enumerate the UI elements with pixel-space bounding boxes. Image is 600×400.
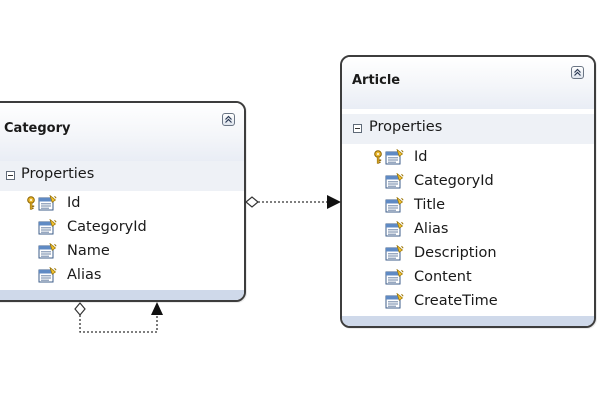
self-association-line [79, 315, 158, 333]
collapse-section-icon[interactable] [6, 171, 15, 180]
property-icon [38, 242, 57, 259]
property-icon [385, 172, 404, 189]
entity-footer [342, 316, 594, 326]
key-icon [26, 195, 38, 211]
entity-title: Article [352, 73, 401, 88]
property-icon [385, 196, 404, 213]
collapse-icon[interactable] [222, 113, 235, 126]
property-icon [385, 292, 404, 309]
property-icon [38, 266, 57, 283]
section-label: Properties [21, 166, 95, 182]
property-row[interactable]: CategoryId [373, 169, 498, 193]
property-row[interactable]: Content [373, 265, 498, 289]
entity-title: Category [4, 121, 71, 136]
property-row[interactable]: Name [26, 239, 147, 263]
property-row[interactable]: CategoryId [26, 215, 147, 239]
property-name: Alias [67, 267, 102, 283]
entity-header [0, 103, 244, 161]
diamond-marker [74, 302, 86, 316]
key-icon [373, 149, 385, 165]
property-name: Content [414, 269, 472, 285]
arrowhead-marker [151, 302, 163, 315]
arrowhead-marker [327, 195, 341, 209]
collapse-icon[interactable] [571, 66, 584, 79]
property-name: Id [67, 195, 81, 211]
entity-header [342, 57, 594, 109]
entity-footer [0, 290, 244, 300]
property-row[interactable]: Id [373, 145, 498, 169]
property-name: Name [67, 243, 110, 259]
property-name: Alias [414, 221, 449, 237]
property-row[interactable]: Alias [26, 263, 147, 287]
property-icon [385, 220, 404, 237]
property-row[interactable]: Description [373, 241, 498, 265]
property-name: Id [414, 149, 428, 165]
property-icon [38, 194, 57, 211]
property-row[interactable]: Title [373, 193, 498, 217]
diamond-marker [245, 196, 259, 208]
property-name: Title [414, 197, 446, 213]
property-icon [385, 148, 404, 165]
property-row[interactable]: Id [26, 191, 147, 215]
property-name: CategoryId [414, 173, 494, 189]
property-icon [385, 268, 404, 285]
property-icon [385, 244, 404, 261]
property-name: CategoryId [67, 219, 147, 235]
property-row[interactable]: Alias [373, 217, 498, 241]
property-row[interactable]: CreateTime [373, 289, 498, 313]
properties-section-header [342, 114, 594, 144]
property-icon [38, 218, 57, 235]
properties-section-header [0, 161, 244, 191]
property-name: CreateTime [414, 293, 498, 309]
section-label: Properties [369, 119, 443, 135]
collapse-section-icon[interactable] [353, 124, 362, 133]
property-name: Description [414, 245, 497, 261]
